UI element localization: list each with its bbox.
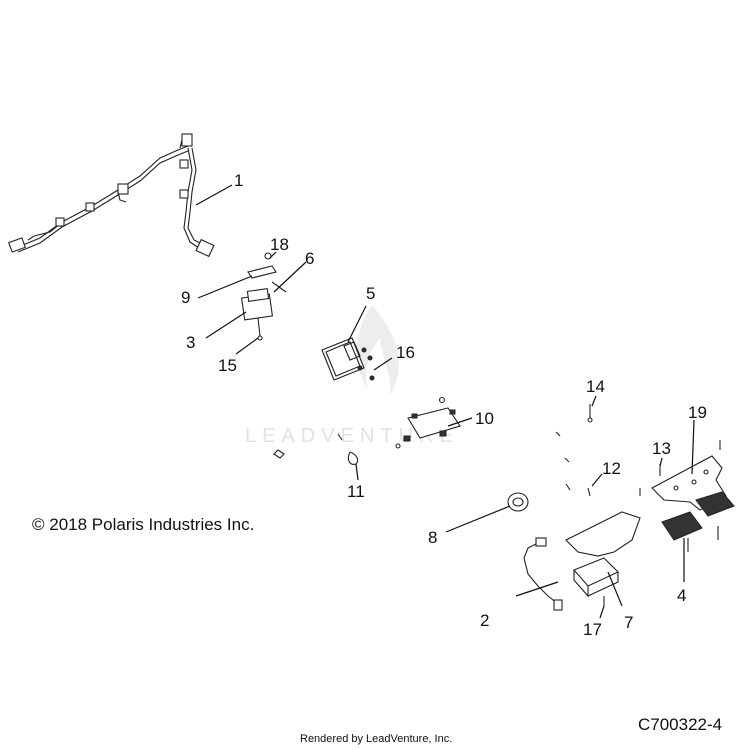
part-wiring-harness [8, 133, 215, 258]
callout-9: 9 [181, 288, 190, 307]
callout-8: 8 [428, 528, 437, 547]
callout-12: 12 [602, 459, 621, 478]
part-grommet [507, 492, 529, 512]
part-plate [403, 396, 461, 442]
diagram-id: C700322-4 [638, 715, 723, 734]
callout-labels: 1 2 3 4 5 6 7 8 9 10 11 12 13 14 15 16 1… [181, 171, 707, 639]
part-lower-bracket [565, 511, 641, 598]
part-fasteners [555, 404, 721, 606]
watermark-logo [356, 305, 399, 395]
callout-7: 7 [624, 613, 633, 632]
callout-17: 17 [583, 620, 602, 639]
callout-2: 2 [480, 611, 489, 630]
callout-18: 18 [270, 235, 289, 254]
rendered-by-credit: Rendered by LeadVenture, Inc. [300, 733, 453, 745]
watermark-text: LEADVENTURE [245, 425, 459, 447]
part-relay-modules [661, 491, 735, 541]
leader-lines [195, 184, 695, 619]
callout-6: 6 [305, 249, 314, 268]
callout-15: 15 [218, 356, 237, 375]
copyright-notice: © 2018 Polaris Industries Inc. [32, 515, 255, 534]
callout-4: 4 [677, 586, 686, 605]
part-module-assembly [240, 252, 287, 341]
callout-13: 13 [652, 439, 671, 458]
callout-11: 11 [347, 482, 365, 501]
part-sensor-lead [523, 537, 563, 611]
callout-10: 10 [475, 409, 494, 428]
callout-1: 1 [234, 171, 243, 190]
callout-3: 3 [186, 333, 195, 352]
callout-5: 5 [366, 284, 375, 303]
part-clips [273, 433, 401, 465]
callout-19: 19 [688, 403, 707, 422]
part-ecu [321, 337, 375, 381]
callout-14: 14 [586, 377, 605, 396]
callout-16: 16 [396, 343, 415, 362]
